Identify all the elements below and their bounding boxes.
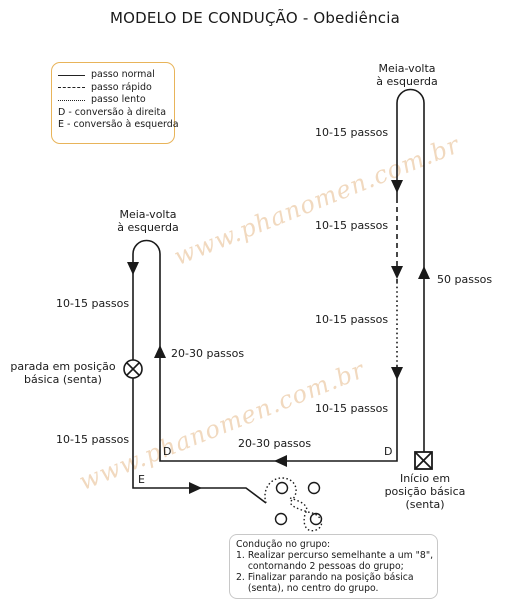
arrow-left-icon [274,455,287,467]
diagram-title: MODELO DE CONDUÇÃO - Obediência [109,9,400,27]
halt-label: parada em posição básica (senta) [8,360,118,386]
group-note-line2: contornando 2 pessoas do grupo; [236,561,404,572]
legend-right-turn: D - conversão à direita [58,106,167,118]
right-segment-1-label: 10-15 passos [315,126,389,139]
legend-fast: passo rápido [58,82,174,95]
arrow-down-icon [391,180,403,193]
group-note-line4: (senta), no centro do grupo. [236,583,379,594]
fifty-steps-label: 50 passos [437,273,493,286]
right-segment-3-label: 10-15 passos [315,313,389,326]
right-turn-mark-left: D [163,445,172,458]
arrow-down-icon [127,262,139,275]
solid-line-sample [58,74,85,76]
left-turn-mark: E [138,473,145,486]
right-segment-2-label: 10-15 passos [315,219,389,232]
legend-slow: passo lento [58,94,174,107]
legend-normal-label: passo normal [91,69,155,80]
start-label: Início em posição básica (senta) [375,472,475,511]
person-icon [275,481,289,495]
about-turn-right-label: Meia-volta à esquerda [372,62,442,88]
about-turn-left-line2: à esquerda [117,221,179,234]
arrow-right-icon [189,482,202,494]
halt-marker-icon [123,359,143,379]
legend-normal: passo normal [58,69,174,82]
halt-line1: parada em posição [10,360,116,373]
path-right-upper-solid [396,88,425,455]
person-icon [307,481,321,495]
arrow-down-icon [391,367,403,380]
path-main-solid [132,239,398,504]
person-icon [309,512,323,526]
arrow-up-icon [418,266,430,279]
about-turn-left-line1: Meia-volta [119,208,177,221]
dashed-line-sample [58,87,85,89]
arrow-up-icon [154,345,166,358]
person-icon [274,512,288,526]
group-note-line1: 1. Realizar percurso semelhante a um "8"… [236,550,434,561]
halt-line2: básica (senta) [24,373,102,386]
group-people [274,481,323,526]
about-turn-right-line1: Meia-volta [378,62,436,75]
legend-slow-label: passo lento [91,94,146,106]
legend-fast-label: passo rápido [91,81,152,93]
arrow-down-icon [391,266,403,279]
right-turn-mark-right: D [384,445,393,458]
group-note-line3: 2. Finalizar parando na posição básica [236,572,414,583]
about-turn-right-line2: à esquerda [376,75,438,88]
group-note-heading: Condução no grupo: [236,539,331,550]
start-line1: Início em [399,472,451,485]
dotted-line-sample [58,99,85,101]
figure-eight-path [264,477,323,532]
twenty-thirty-bottom-label: 20-30 passos [238,437,312,450]
group-note: Condução no grupo: 1. Realizar percurso … [229,534,438,599]
legend: passo normal passo rápido passo lento D … [51,62,179,144]
legend-left-turn: E - conversão à esquerda [58,119,179,131]
twenty-thirty-up-label: 20-30 passos [171,347,245,360]
right-segment-4-label: 10-15 passos [315,402,389,415]
start-line2: posição básica [384,485,466,498]
left-bottom-segment-label: 10-15 passos [56,433,130,446]
start-line3: (senta) [405,498,445,511]
start-marker-icon [414,451,433,470]
about-turn-left-label: Meia-volta à esquerda [108,208,188,234]
left-top-segment-label: 10-15 passos [56,297,130,310]
